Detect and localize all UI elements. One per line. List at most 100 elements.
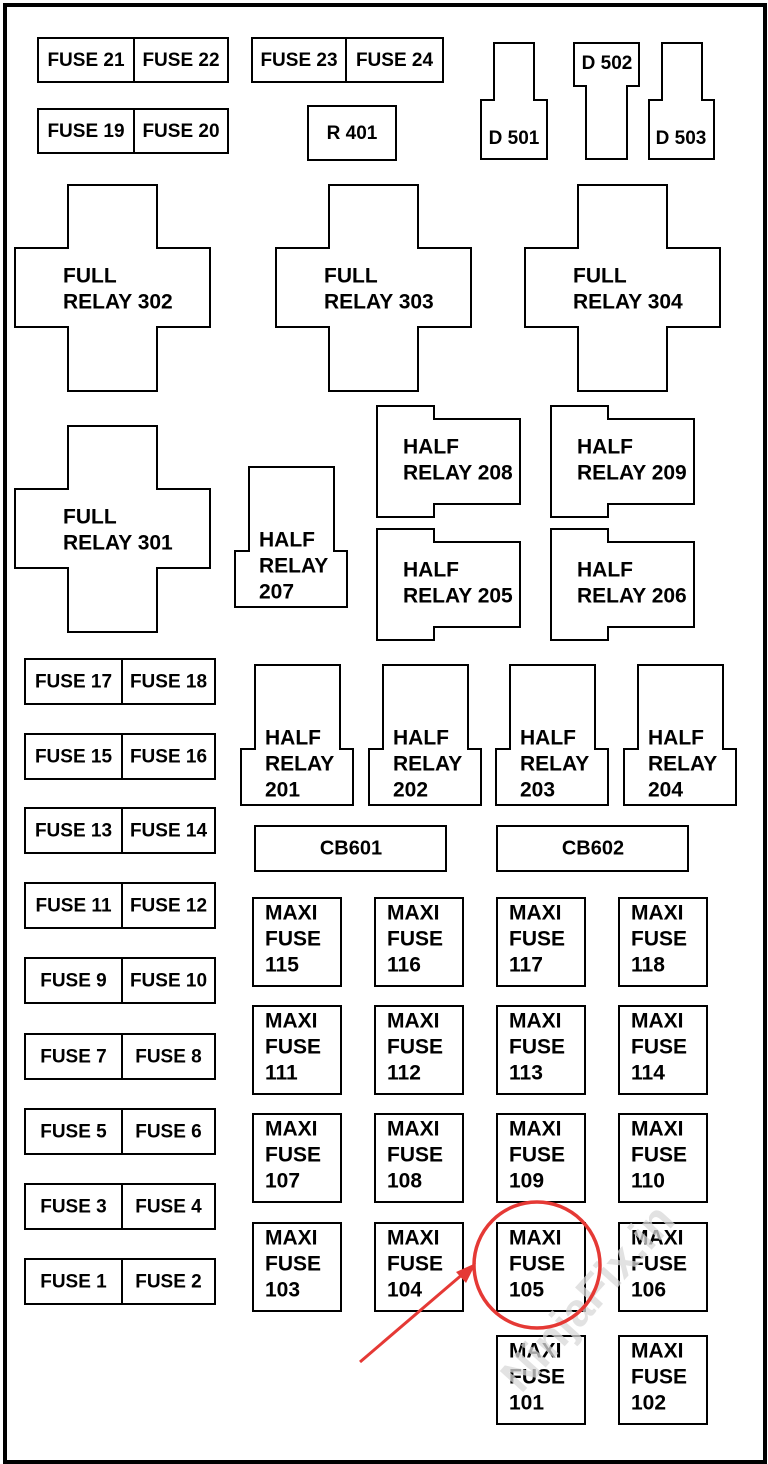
maxi-fuse-type-label: MAXI (387, 1118, 440, 1141)
maxi-fuse-number-label: 115 (265, 954, 299, 977)
fuse-16-label: FUSE 16 (130, 747, 207, 768)
maxi-fuse-107: MAXI FUSE 107 (252, 1113, 342, 1203)
fuse-5-label: FUSE 5 (40, 1122, 107, 1143)
maxi-fuse-outline (374, 897, 464, 987)
maxi-fuse-number-label: 118 (631, 954, 665, 977)
relay-outline (368, 664, 482, 806)
maxi-fuse-outline (252, 1113, 342, 1203)
relay-word-label: RELAY (648, 753, 717, 776)
maxi-fuse-type-label: MAXI (509, 1227, 562, 1250)
fuse-10-label: FUSE 10 (130, 971, 207, 992)
fuse-3-label: FUSE 3 (40, 1197, 107, 1218)
d503-outline (648, 42, 715, 160)
relay-type-label: HALF (403, 559, 459, 582)
relay-outline (376, 528, 521, 641)
maxi-fuse-type-label: MAXI (265, 902, 318, 925)
maxi-fuse-type-label: MAXI (265, 1118, 318, 1141)
maxi-fuse-type-label: MAXI (509, 1118, 562, 1141)
fuse-pair-fuse-9-fuse-10: FUSE 9 FUSE 10 (24, 957, 216, 1004)
fuse-18-label: FUSE 18 (130, 672, 207, 693)
fuse-1-label: FUSE 1 (40, 1272, 107, 1293)
circuit-breaker-cb602: CB602 (496, 825, 689, 872)
relay-word-label: RELAY (393, 753, 462, 776)
maxi-fuse-word-label: FUSE (509, 1144, 565, 1167)
fuse-9-label: FUSE 9 (40, 971, 107, 992)
relay-number-label: RELAY 206 (577, 585, 687, 608)
relay-type-label: HALF (648, 727, 704, 750)
maxi-fuse-outline (496, 897, 586, 987)
relay-type-label: FULL (573, 265, 627, 288)
maxi-fuse-word-label: FUSE (509, 1366, 565, 1389)
fuse-6-label: FUSE 6 (135, 1122, 202, 1143)
maxi-fuse-type-label: MAXI (265, 1227, 318, 1250)
relay-type-label: HALF (393, 727, 449, 750)
relay-outline (524, 184, 721, 392)
maxi-fuse-word-label: FUSE (265, 1144, 321, 1167)
relay-outline (240, 664, 354, 806)
maxi-fuse-type-label: MAXI (631, 1118, 684, 1141)
maxi-fuse-outline (618, 1222, 708, 1312)
d502-label: D 502 (582, 53, 633, 74)
fuse-pair-outline (24, 882, 216, 929)
maxi-fuse-outline (618, 1005, 708, 1095)
maxi-fuse-word-label: FUSE (631, 928, 687, 951)
fuse-11-label: FUSE 11 (35, 896, 111, 917)
maxi-fuse-number-label: 106 (631, 1279, 666, 1302)
fuse-14-label: FUSE 14 (130, 821, 208, 842)
maxi-fuse-word-label: FUSE (265, 928, 321, 951)
maxi-fuse-type-label: MAXI (631, 1227, 684, 1250)
fuse-4-label: FUSE 4 (135, 1197, 202, 1218)
maxi-fuse-type-label: MAXI (387, 1227, 440, 1250)
fuse-pair-fuse-5-fuse-6: FUSE 5 FUSE 6 (24, 1108, 216, 1155)
maxi-fuse-number-label: 105 (509, 1279, 544, 1302)
maxi-fuse-type-label: MAXI (631, 1340, 684, 1363)
fuse-23-label: FUSE 23 (260, 50, 337, 71)
maxi-fuse-outline (618, 897, 708, 987)
fuse-pair-fuse-3-fuse-4: FUSE 3 FUSE 4 (24, 1183, 216, 1230)
maxi-fuse-number-label: 109 (509, 1170, 544, 1193)
highlight-annotation (359, 1200, 602, 1364)
r401-label: R 401 (327, 123, 378, 144)
maxi-fuse-number-label: 101 (509, 1392, 544, 1415)
maxi-fuse-type-label: MAXI (387, 1010, 440, 1033)
relay-outline (550, 405, 695, 518)
r401-outline (307, 105, 397, 161)
maxi-fuse-word-label: FUSE (387, 1036, 443, 1059)
relay-number-label: 202 (393, 779, 428, 802)
maxi-fuse-number-label: 104 (387, 1279, 422, 1302)
relay-number-label: 207 (259, 581, 294, 604)
fuse-pair-outline (24, 957, 216, 1004)
maxi-fuse-word-label: FUSE (631, 1366, 687, 1389)
maxi-fuse-number-label: 107 (265, 1170, 300, 1193)
fuse-24-label: FUSE 24 (356, 50, 434, 71)
relay-type-label: HALF (577, 436, 633, 459)
maxi-fuse-type-label: MAXI (509, 1340, 562, 1363)
fuse-8-label: FUSE 8 (135, 1047, 202, 1068)
relay-number-label: RELAY 301 (63, 532, 173, 555)
full-relay-301: FULL RELAY 301 (14, 425, 211, 633)
d503-label: D 503 (656, 128, 707, 149)
relay-outline (14, 425, 211, 633)
relay-type-label: FULL (324, 265, 378, 288)
maxi-fuse-outline (496, 1005, 586, 1095)
relay-type-label: FULL (63, 265, 117, 288)
maxi-fuse-type-label: MAXI (265, 1010, 318, 1033)
maxi-fuse-115: MAXI FUSE 115 (252, 897, 342, 987)
circuit-breaker-label: CB602 (562, 837, 624, 859)
maxi-fuse-type-label: MAXI (509, 1010, 562, 1033)
relay-type-label: FULL (63, 506, 117, 529)
